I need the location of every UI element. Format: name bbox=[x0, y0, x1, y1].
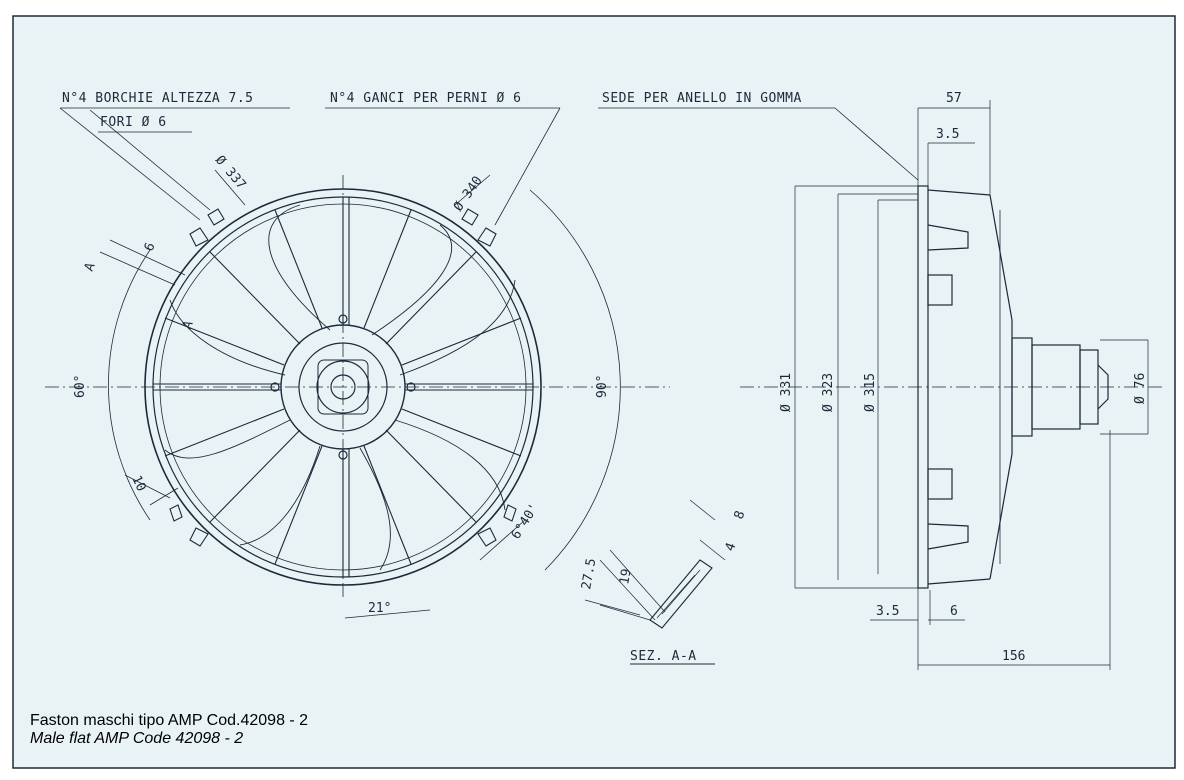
footer-english: Male flat AMP Code 42098 - 2 bbox=[30, 730, 244, 747]
note-fori: FORI Ø 6 bbox=[100, 115, 167, 130]
dim-d76: Ø 76 bbox=[1133, 373, 1148, 404]
section-aa-view bbox=[584, 499, 726, 665]
dim-d323: Ø 323 bbox=[821, 373, 836, 412]
drawing-frame bbox=[12, 15, 1176, 769]
front-view bbox=[45, 107, 670, 619]
note-sede: SEDE PER ANELLO IN GOMMA bbox=[602, 91, 802, 106]
footer-italian: Faston maschi tipo AMP Cod.42098 - 2 bbox=[30, 712, 309, 729]
note-sez: SEZ. A-A bbox=[630, 649, 697, 664]
side-view bbox=[598, 100, 1165, 670]
dim-d315: Ø 315 bbox=[863, 373, 878, 412]
note-borchie: N°4 BORCHIE ALTEZZA 7.5 bbox=[62, 91, 254, 106]
dim-3-5-bottom: 3.5 bbox=[876, 604, 899, 619]
dim-d331: Ø 331 bbox=[779, 373, 794, 412]
dim-19: 19 bbox=[617, 568, 634, 586]
dim-angle-60: 60° bbox=[73, 375, 88, 398]
dim-156: 156 bbox=[1002, 649, 1025, 664]
dim-57: 57 bbox=[946, 91, 962, 106]
dim-angle-21: 21° bbox=[368, 601, 391, 616]
note-ganci: N°4 GANCI PER PERNI Ø 6 bbox=[330, 91, 522, 106]
dim-27-5: 27.5 bbox=[579, 557, 599, 590]
dim-angle-90: 90° bbox=[595, 375, 610, 398]
dim-3-5-top: 3.5 bbox=[936, 127, 959, 142]
dim-10: 10 bbox=[128, 473, 148, 494]
dim-6-side: 6 bbox=[950, 604, 958, 619]
